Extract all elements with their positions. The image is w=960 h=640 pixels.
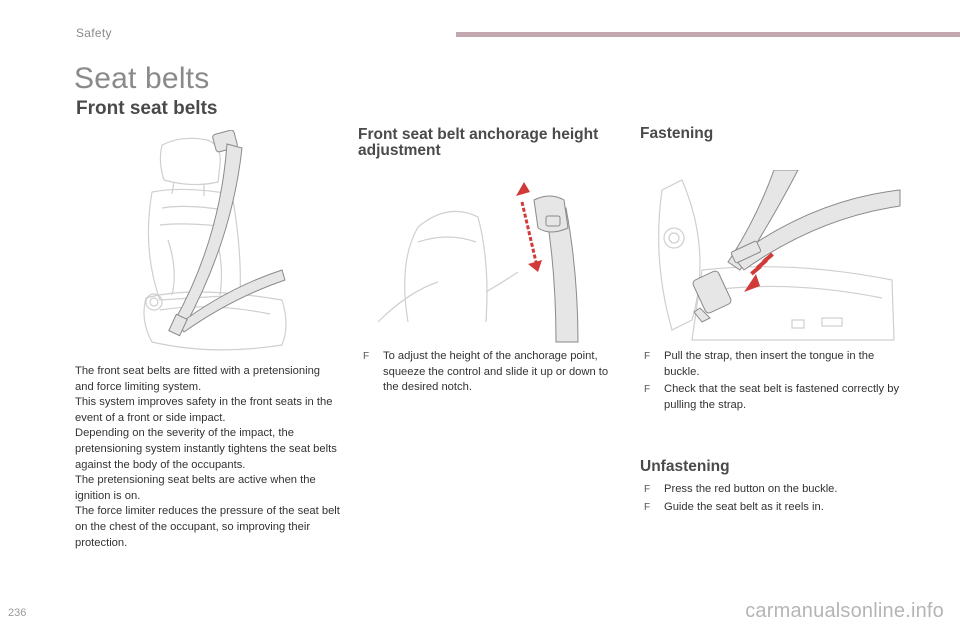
list-item: F Press the red button on the buckle. <box>644 482 906 498</box>
list-item-text: Pull the strap, then insert the tongue i… <box>664 350 875 378</box>
page-title: Seat belts <box>74 62 210 95</box>
fastening-heading: Fastening <box>640 125 714 142</box>
paragraph: The force limiter reduces the pressure o… <box>75 505 340 549</box>
bullet-marker: F <box>644 384 651 396</box>
bullet-marker: F <box>644 351 651 362</box>
paragraph: The pretensioning seat belts are active … <box>75 474 316 502</box>
unfastening-heading: Unfastening <box>640 458 730 475</box>
paragraph: This system improves safety in the front… <box>75 396 333 424</box>
page-number: 236 <box>8 607 27 619</box>
bullet-marker: F <box>644 501 651 513</box>
bullet-marker: F <box>363 351 370 362</box>
section-label: Safety <box>76 26 112 40</box>
fastening-instructions: F Pull the strap, then insert the tongue … <box>644 349 906 415</box>
paragraph: The front seat belts are fitted with a p… <box>75 365 321 393</box>
list-item-text: Guide the seat belt as it reels in. <box>664 500 824 513</box>
front-seat-belts-heading: Front seat belts <box>76 98 218 119</box>
list-item: F Guide the seat belt as it reels in. <box>644 500 906 516</box>
unfastening-instructions: F Press the red button on the buckle. F Gu… <box>644 482 906 517</box>
buckle-illustration <box>652 170 902 344</box>
anchorage-adjust-illustration <box>378 172 628 344</box>
bullet-marker: F <box>644 484 651 495</box>
list-item: F Check that the seat belt is fastened co… <box>644 382 906 413</box>
list-item: F To adjust the height of the anchorage p… <box>363 349 625 396</box>
seat-belt-illustration <box>132 130 297 360</box>
list-item-text: Check that the seat belt is fastened cor… <box>664 383 900 411</box>
anchorage-instructions: F To adjust the height of the anchorage p… <box>363 349 625 398</box>
paragraph: Depending on the severity of the impact,… <box>75 427 337 471</box>
header-accent-bar <box>456 32 960 37</box>
list-item-text: To adjust the height of the anchorage po… <box>383 350 609 394</box>
anchorage-heading: Front seat belt anchorage height adjustm… <box>358 126 599 160</box>
front-seat-belts-text: The front seat belts are fitted with a p… <box>75 364 340 551</box>
list-item-text: Press the red button on the buckle. <box>664 483 838 495</box>
list-item: F Pull the strap, then insert the tongue … <box>644 349 906 380</box>
watermark: carmanualsonline.info <box>745 600 944 622</box>
